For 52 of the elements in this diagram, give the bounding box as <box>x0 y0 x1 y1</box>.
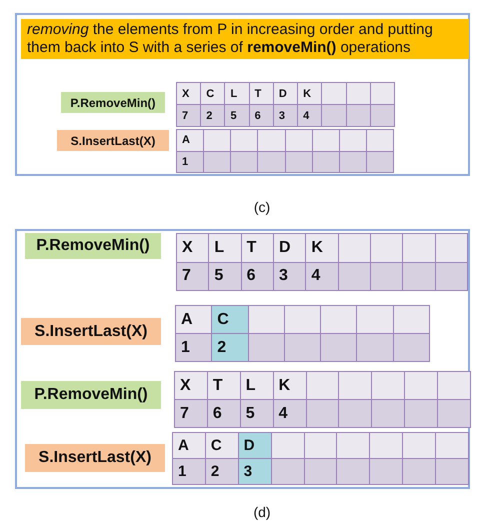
table-cell: 7 <box>176 104 202 127</box>
operation-label: S.InsertLast(X) <box>25 444 165 472</box>
table-cell: 3 <box>273 262 306 291</box>
table-cell: 5 <box>224 104 250 127</box>
table-cell: 1 <box>172 458 206 485</box>
operation-label: P.RemoveMin() <box>61 92 165 113</box>
table-cell: 6 <box>206 399 241 428</box>
table-cell: K <box>272 371 307 400</box>
table-cell: 2 <box>200 104 226 127</box>
table-cell: X <box>176 233 210 262</box>
table-cell: 7 <box>176 262 210 291</box>
panel-frame <box>15 229 470 489</box>
panel-frame <box>15 13 470 176</box>
operation-label: P.RemoveMin() <box>25 233 161 259</box>
operation-label: P.RemoveMin() <box>21 381 161 409</box>
table-cell: 1 <box>176 150 204 173</box>
operation-label: S.InsertLast(X) <box>57 130 169 151</box>
table-cell: X <box>174 371 208 400</box>
operation-label: S.InsertLast(X) <box>21 318 161 345</box>
table-cell: C <box>204 432 239 459</box>
table-cell: 5 <box>240 399 274 428</box>
figure-caption: (c) <box>252 199 272 215</box>
table-cell: 2 <box>211 333 249 362</box>
table-cell: L <box>208 233 242 262</box>
table-cell: 4 <box>297 104 322 127</box>
table-cell: L <box>224 82 250 105</box>
table-cell: A <box>175 305 212 334</box>
table-cell: L <box>240 371 274 400</box>
table-cell: 7 <box>174 399 208 428</box>
table-cell: 5 <box>208 262 242 291</box>
table-cell: K <box>305 233 339 262</box>
table-cell: T <box>248 82 274 105</box>
table-cell: C <box>200 82 226 105</box>
table-cell: 4 <box>272 399 307 428</box>
table-cell: A <box>176 129 204 152</box>
table-cell: 3 <box>238 458 272 485</box>
heading-banner: removing the elements from P in increasing order and putting them back into S with a series of removeMin() operations <box>21 19 469 59</box>
table-cell: 1 <box>175 333 212 362</box>
table-cell: D <box>238 432 272 459</box>
table-cell: 3 <box>272 104 298 127</box>
table-cell: C <box>211 305 249 334</box>
table-cell: T <box>240 233 274 262</box>
table-cell: 6 <box>248 104 274 127</box>
table-cell: 2 <box>204 458 239 485</box>
table-cell: D <box>273 233 306 262</box>
table-cell: A <box>172 432 206 459</box>
table-cell: K <box>297 82 322 105</box>
table-cell: 6 <box>240 262 274 291</box>
figure-caption: (d) <box>252 504 272 520</box>
table-cell: X <box>176 82 202 105</box>
table-cell: T <box>206 371 241 400</box>
table-cell: 4 <box>305 262 339 291</box>
